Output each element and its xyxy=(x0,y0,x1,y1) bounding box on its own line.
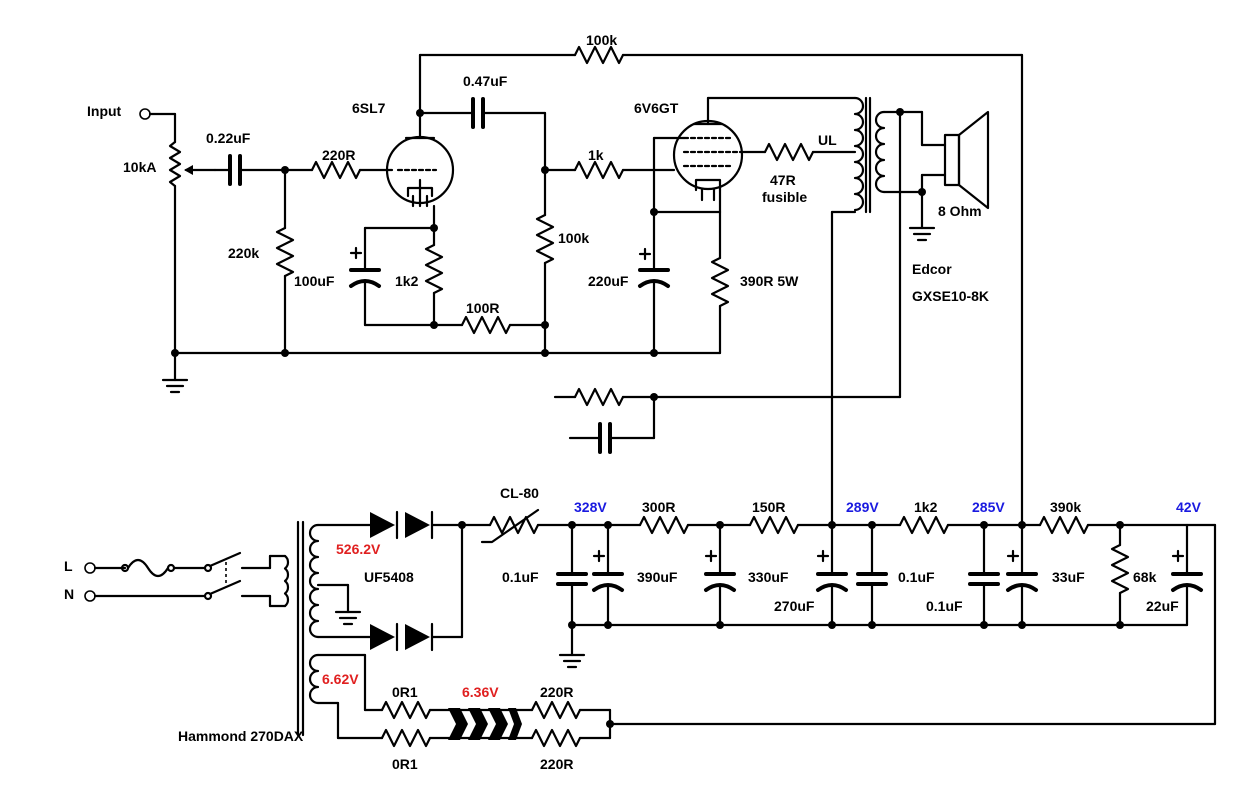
label-r-screen: 47R xyxy=(770,172,796,188)
voltage-b4: 42V xyxy=(1176,499,1202,515)
voltage-fil-load: 6.36V xyxy=(462,684,499,700)
ground-icon xyxy=(908,226,936,242)
label-c-ps4b: 0.1uF xyxy=(926,598,963,614)
label-r-nfb: 100k xyxy=(586,32,617,48)
filter-capacitors xyxy=(556,523,1203,657)
label-line-l: L xyxy=(64,558,73,574)
power-switch xyxy=(203,551,287,608)
ground-bus xyxy=(173,351,722,382)
ntc-thermistor xyxy=(480,508,642,544)
label-r-grid2: 1k xyxy=(588,147,604,163)
output-transformer xyxy=(830,96,886,527)
label-c-ps3: 270uF xyxy=(774,598,815,614)
label-c-ps1: 390uF xyxy=(637,569,678,585)
voltage-b1: 328V xyxy=(574,499,607,515)
coupling-capacitor xyxy=(418,97,547,217)
power-transformer xyxy=(283,520,320,737)
label-c-cath2: 220uF xyxy=(588,273,629,289)
dropping-resistor-300r xyxy=(638,515,752,535)
mains-terminal-l xyxy=(84,562,127,574)
plate-resistor-1 xyxy=(535,213,555,355)
label-line-n: N xyxy=(64,586,74,602)
mains-terminal-n xyxy=(84,590,207,602)
label-pot: 10kA xyxy=(123,159,156,175)
ground-icon xyxy=(161,378,189,394)
label-r-ps2: 150R xyxy=(752,499,785,515)
label-r-fb: 100R xyxy=(466,300,499,316)
label-c-ps3b: 0.1uF xyxy=(898,569,935,585)
label-c-ps4: 33uF xyxy=(1052,569,1085,585)
screen-resistor xyxy=(740,142,857,162)
ground-icon xyxy=(558,653,586,669)
label-c-in: 0.22uF xyxy=(206,130,251,146)
label-r-screen-note: fusible xyxy=(762,189,807,205)
label-c-ps0: 0.1uF xyxy=(502,569,539,585)
label-r-grid1: 220R xyxy=(322,147,355,163)
label-pt: Hammond 270DAX xyxy=(178,728,304,744)
voltage-b2: 289V xyxy=(846,499,879,515)
junction-dots xyxy=(171,108,1124,728)
input-capacitor xyxy=(213,154,287,186)
g3-ground-wire xyxy=(652,136,686,214)
label-ot-model: GXSE10-8K xyxy=(912,288,989,304)
label-c-cath1: 100uF xyxy=(294,273,335,289)
label-ot-brand: Edcor xyxy=(912,261,952,277)
label-r-ps5: 68k xyxy=(1133,569,1157,585)
label-r-fil1: 0R1 xyxy=(392,684,418,700)
label-input: Input xyxy=(87,103,122,119)
rectifier-diodes xyxy=(370,510,492,652)
label-c-couple: 0.47uF xyxy=(463,73,508,89)
label-r-grid-leak: 220k xyxy=(228,245,259,261)
cathode-network-2 xyxy=(638,188,730,355)
label-ul-tap: UL xyxy=(818,132,837,148)
label-r-ps1: 300R xyxy=(642,499,675,515)
hv-secondary-wiring xyxy=(316,523,372,639)
label-r-plate1: 100k xyxy=(558,230,589,246)
cathode-network-1 xyxy=(349,204,547,335)
feedback-rc-network xyxy=(553,387,902,454)
tube-6sl7 xyxy=(385,111,455,208)
label-r-cath2: 390R 5W xyxy=(740,273,799,289)
speaker-wiring xyxy=(882,110,947,399)
label-tube2: 6V6GT xyxy=(634,100,679,116)
grid-stopper-resistor-1 xyxy=(283,160,394,180)
voltage-hv-ac: 526.2V xyxy=(336,541,381,557)
label-r-fil2: 0R1 xyxy=(392,756,418,772)
label-tube1: 6SL7 xyxy=(352,100,386,116)
label-c-ps5: 22uF xyxy=(1146,598,1179,614)
nfb-resistor xyxy=(418,45,1024,115)
label-r-ps4: 390k xyxy=(1050,499,1081,515)
label-diode: UF5408 xyxy=(364,569,414,585)
voltage-fil-ac: 6.62V xyxy=(322,671,359,687)
fuse-icon xyxy=(120,558,207,578)
voltage-b3: 285V xyxy=(972,499,1005,515)
label-r-hum2: 220R xyxy=(540,756,573,772)
dropping-resistor-150r xyxy=(748,515,902,535)
tube-6v6gt xyxy=(672,96,744,202)
speaker-icon xyxy=(943,110,990,210)
label-r-ps3: 1k2 xyxy=(914,499,938,515)
grid-leak-resistor xyxy=(275,168,295,355)
label-speaker: 8 Ohm xyxy=(938,203,982,219)
volume-pot xyxy=(168,112,217,355)
label-c-ps2: 330uF xyxy=(748,569,789,585)
label-r-cath1: 1k2 xyxy=(395,273,419,289)
input-terminal xyxy=(139,108,177,120)
label-ntc: CL-80 xyxy=(500,485,539,501)
grid-stopper-resistor-2 xyxy=(543,160,676,180)
filament-circuit xyxy=(316,523,1217,748)
label-r-hum1: 220R xyxy=(540,684,573,700)
dropping-resistor-390k xyxy=(1038,515,1217,535)
